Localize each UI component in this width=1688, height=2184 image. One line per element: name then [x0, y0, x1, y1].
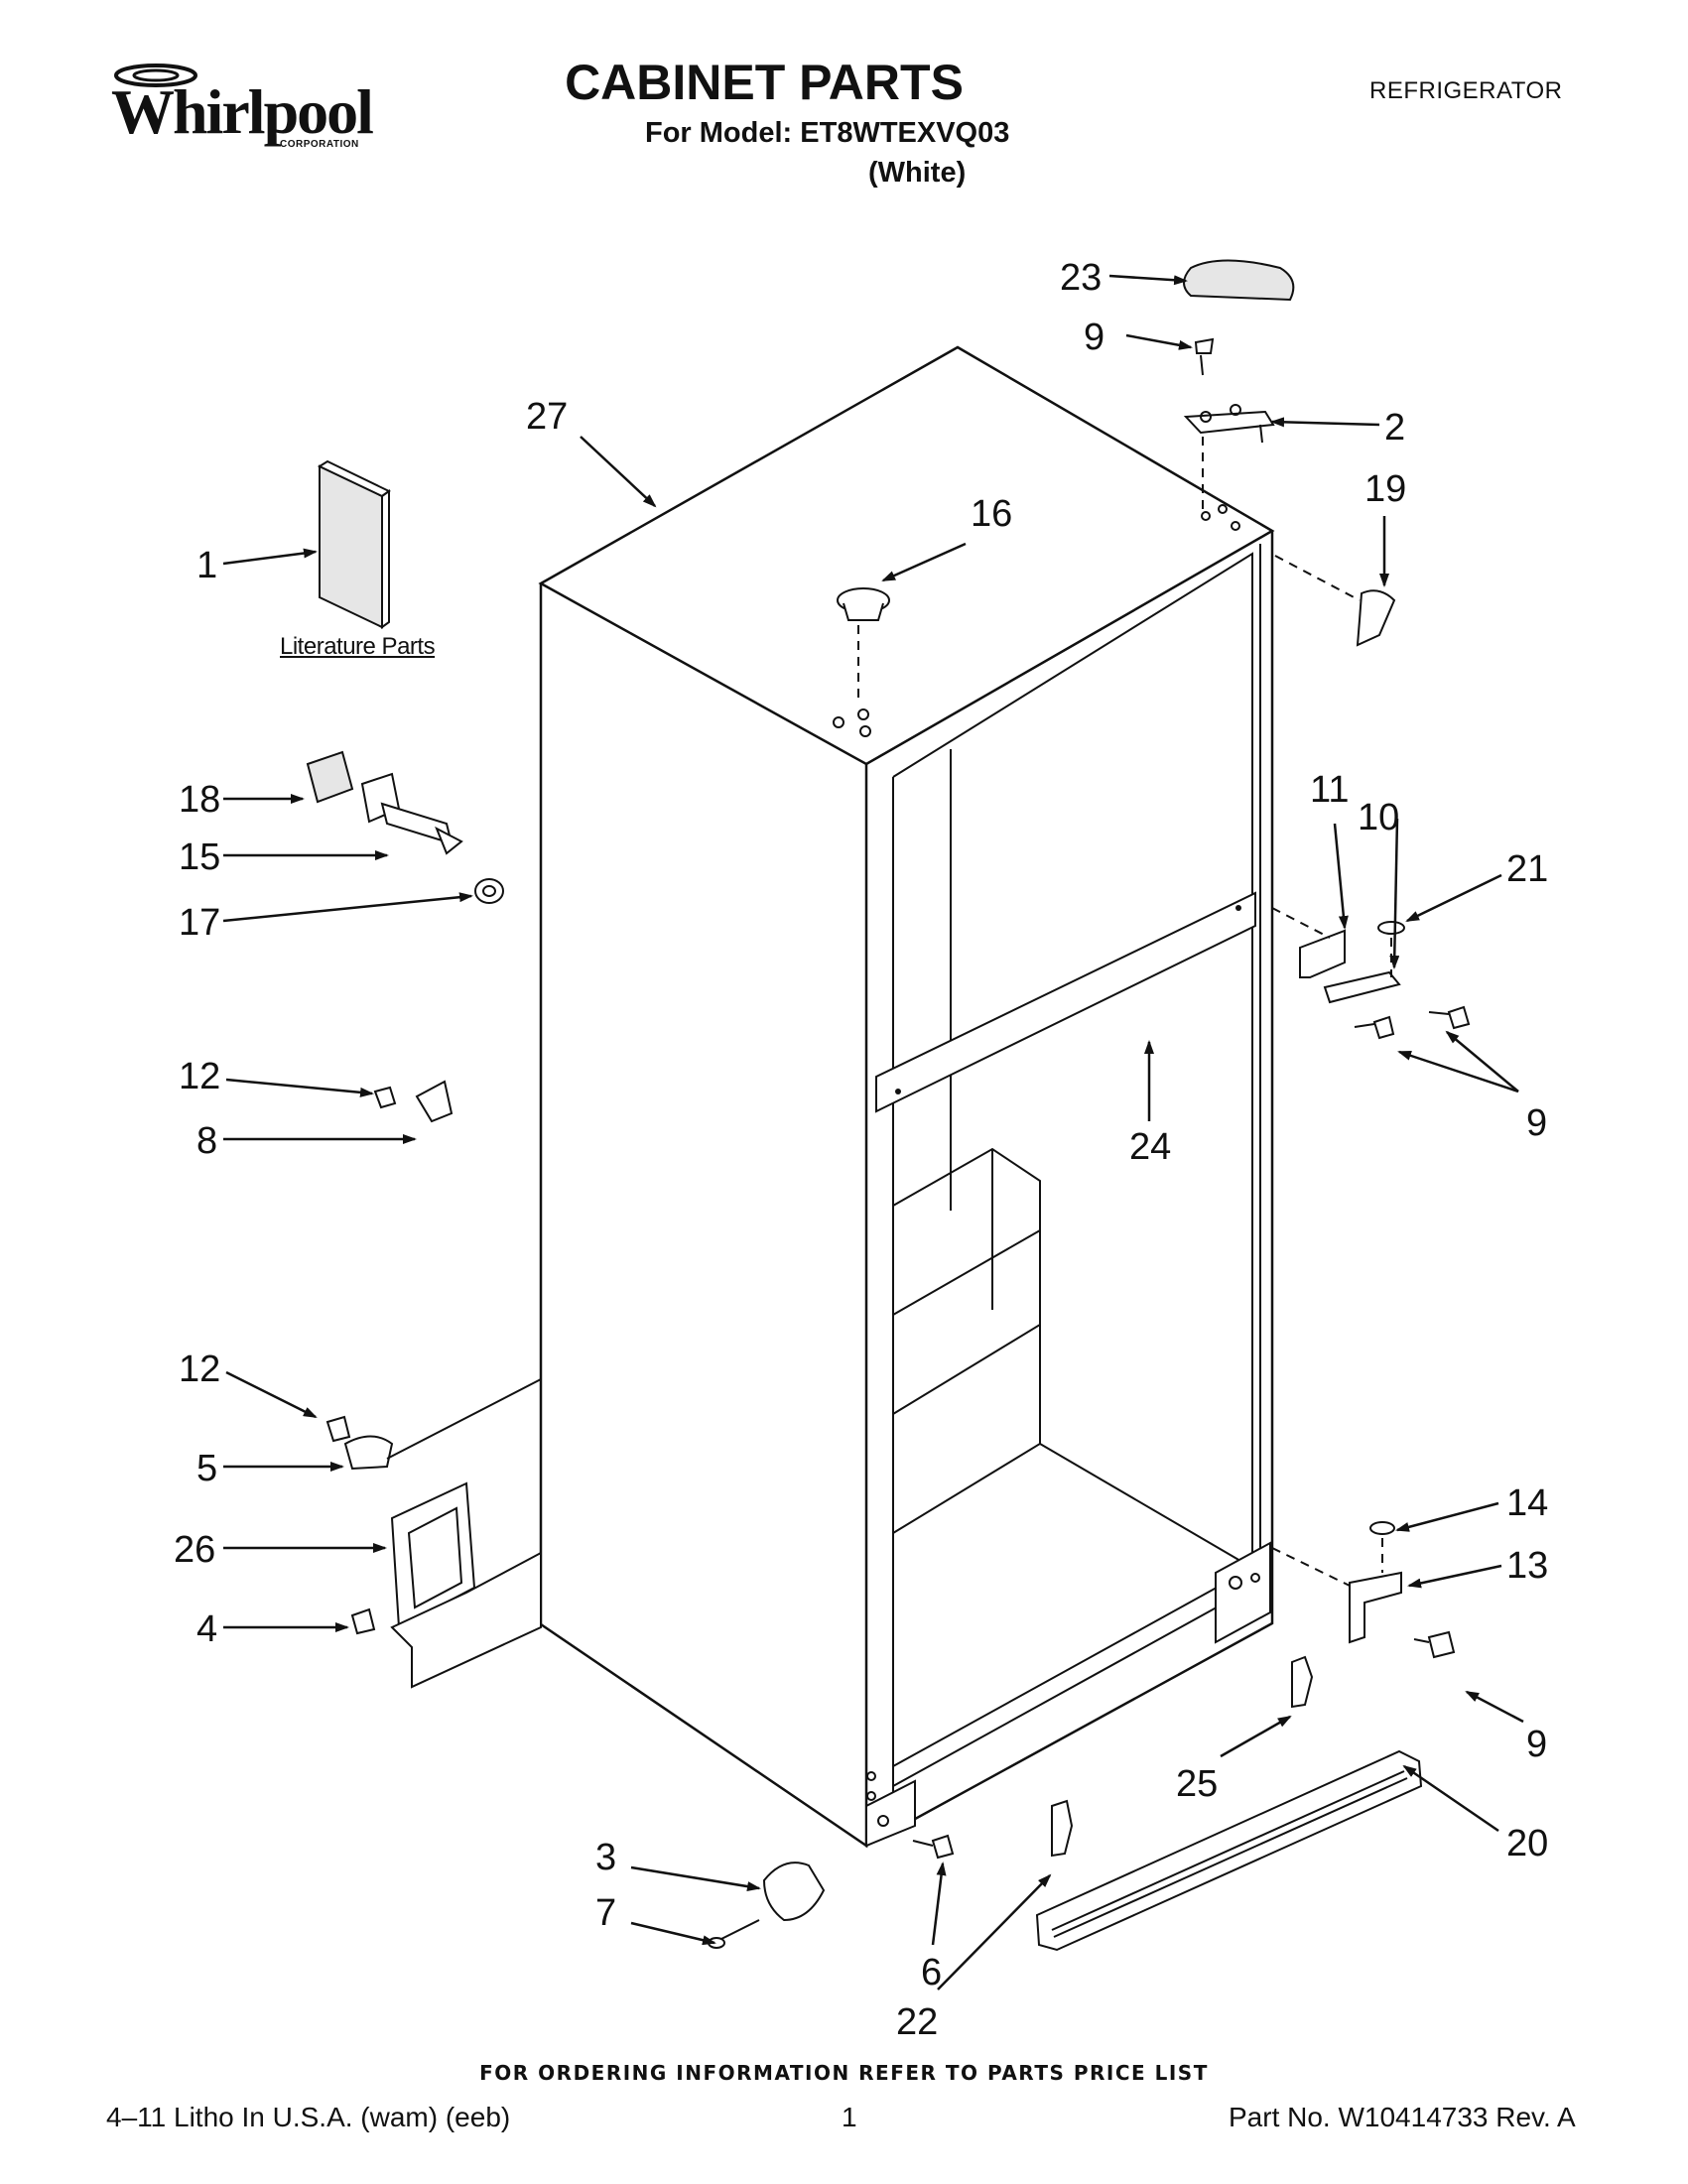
logo-wordmark: Whirlpool — [111, 76, 374, 147]
callout-1: 1 — [196, 545, 217, 586]
appliance-category: REFRIGERATOR — [1369, 77, 1563, 104]
bottom-hinge — [1271, 1521, 1456, 1659]
callout-7: 7 — [595, 1892, 616, 1934]
left-side-hardware — [306, 750, 542, 1689]
callout-5: 5 — [196, 1448, 217, 1489]
leader-arrows — [222, 274, 1524, 1991]
callout-14: 14 — [1506, 1482, 1548, 1524]
callout-9-middle: 9 — [1526, 1102, 1547, 1144]
callout-17: 17 — [179, 902, 220, 944]
center-hinge — [1271, 907, 1471, 1040]
callout-20: 20 — [1506, 1823, 1548, 1864]
page-number: 1 — [842, 2102, 857, 2132]
callout-26: 26 — [174, 1529, 215, 1571]
literature-parts-label: Literature Parts — [280, 633, 436, 660]
model-line: For Model: ET8WTEXVQ03 — [645, 117, 1010, 149]
callout-3: 3 — [595, 1837, 616, 1878]
callout-4: 4 — [196, 1608, 217, 1650]
callout-6: 6 — [921, 1952, 942, 1993]
cabinet-shell — [538, 345, 1275, 1849]
callout-12-upper: 12 — [179, 1056, 220, 1097]
ordering-note: FOR ORDERING INFORMATION REFER TO PARTS … — [479, 2061, 1209, 2085]
bottom-hinge-mount — [865, 1541, 1271, 1848]
model-color: (White) — [868, 157, 967, 189]
callout-11: 11 — [1310, 769, 1349, 811]
callout-25: 25 — [1176, 1763, 1218, 1805]
litho-info: 4–11 Litho In U.S.A. (wam) (eeb) — [106, 2102, 511, 2132]
callout-18: 18 — [179, 779, 220, 821]
callout-24: 24 — [1129, 1126, 1171, 1168]
callout-labels: 1 2 3 4 5 6 7 8 9 9 9 10 11 12 12 13 14 … — [174, 257, 1548, 2043]
leveling-parts — [708, 1834, 955, 1949]
callout-12-lower: 12 — [179, 1349, 220, 1390]
callout-8: 8 — [196, 1120, 217, 1162]
callout-10: 10 — [1358, 797, 1399, 838]
logo-corporation: CORPORATION — [280, 139, 359, 150]
logo-swirl-icon — [114, 64, 197, 87]
whirlpool-logo: Whirlpool CORPORATION — [111, 62, 374, 161]
callout-16: 16 — [971, 493, 1012, 535]
page-title: CABINET PARTS — [565, 55, 964, 110]
top-hinge — [1183, 259, 1396, 647]
divider-rail — [875, 891, 1256, 1113]
callout-9-top: 9 — [1084, 317, 1104, 358]
callout-9-bottom: 9 — [1526, 1724, 1547, 1765]
callout-13: 13 — [1506, 1545, 1548, 1587]
callout-19: 19 — [1364, 468, 1406, 510]
callout-27: 27 — [526, 396, 568, 438]
callout-22: 22 — [896, 2001, 938, 2043]
callout-2: 2 — [1384, 407, 1405, 449]
callout-15: 15 — [179, 836, 220, 878]
hole-plug — [833, 587, 890, 737]
callout-21: 21 — [1506, 848, 1548, 890]
callout-23: 23 — [1060, 257, 1102, 299]
part-number: Part No. W10414733 Rev. A — [1229, 2102, 1576, 2132]
toe-grille — [1035, 1655, 1423, 1952]
literature-parts-book — [317, 459, 391, 629]
